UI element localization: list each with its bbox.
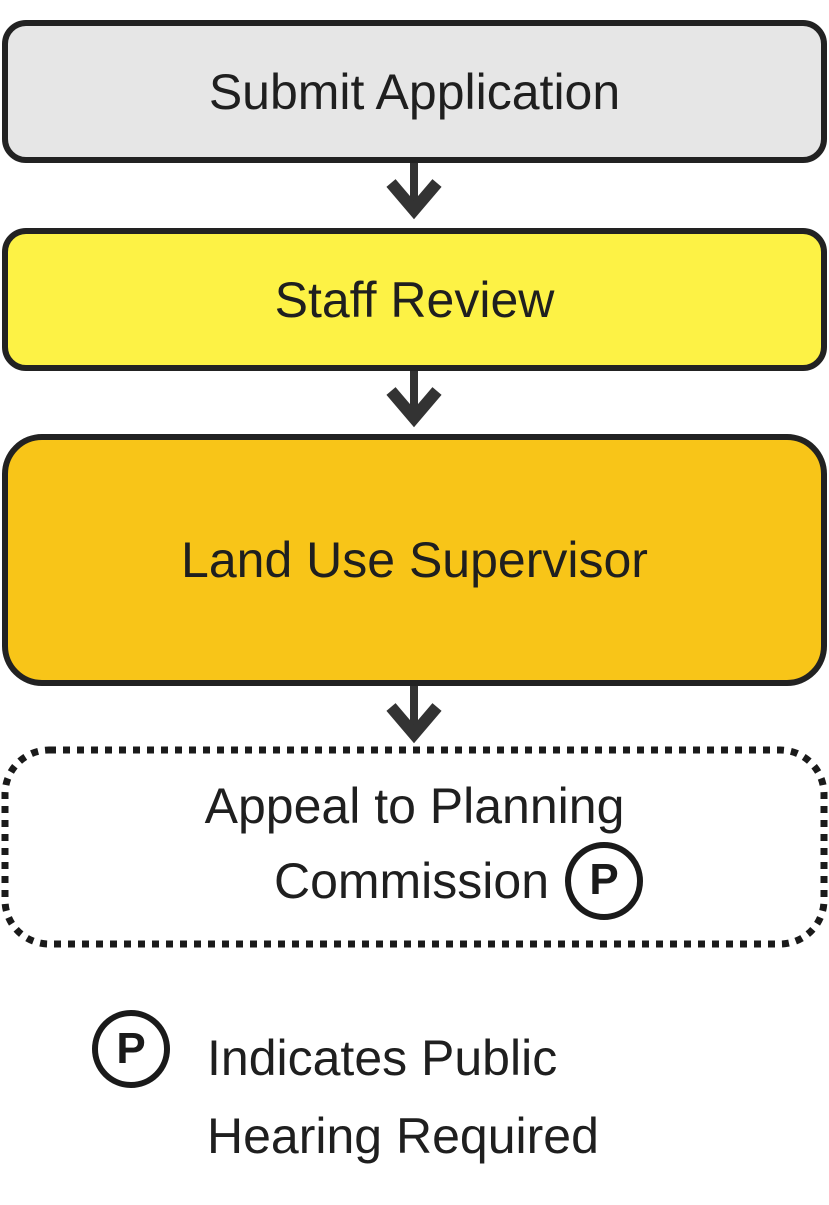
step-label: Submit Application: [208, 63, 621, 120]
appeal-label-line1: Appeal to Planning: [204, 777, 625, 834]
step-label: Staff Review: [274, 271, 555, 328]
appeal-label-line2: Commission: [273, 852, 550, 909]
legend-public-hearing-icon: P: [92, 1010, 170, 1088]
step-submit-application: Submit Application: [2, 20, 827, 163]
arrow-submit-to-review: [386, 163, 442, 220]
legend-text: Indicates Public Hearing Required: [207, 1020, 599, 1175]
step-label: Land Use Supervisor: [181, 532, 648, 588]
arrow-supervisor-to-appeal: [386, 686, 442, 744]
step-land-use-supervisor: Land Use Supervisor: [2, 434, 827, 686]
step-appeal-planning-commission: Appeal to Planning Commission P: [2, 750, 827, 945]
legend-line2: Hearing Required: [207, 1107, 599, 1164]
public-hearing-icon: P: [565, 841, 644, 920]
appeal-box-border: [1, 746, 828, 948]
legend-line1: Indicates Public: [207, 1030, 558, 1086]
step-staff-review: Staff Review: [2, 228, 827, 371]
arrow-review-to-supervisor: [386, 371, 442, 428]
appeal-label-line2-row: Commission P: [186, 841, 644, 920]
